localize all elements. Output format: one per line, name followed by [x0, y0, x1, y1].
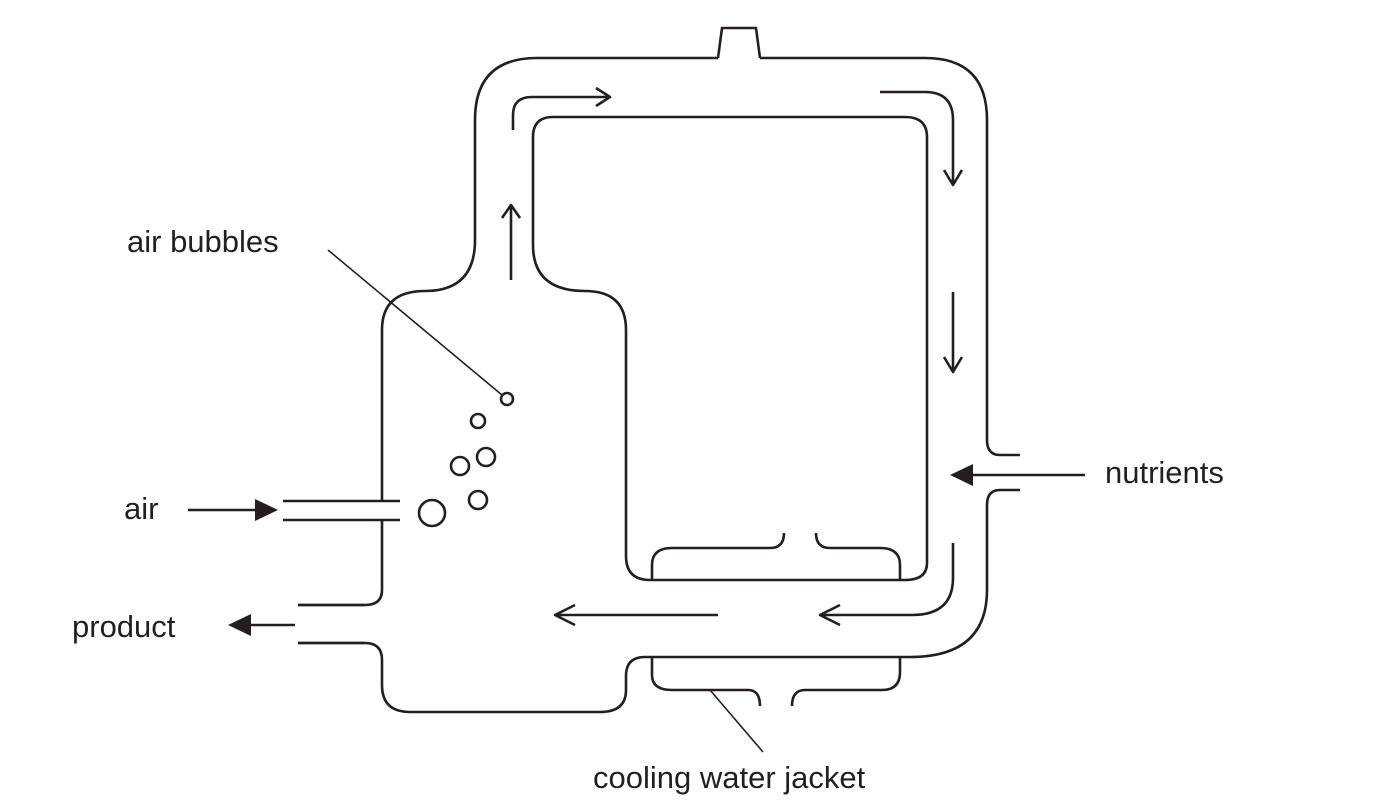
product-outlet-pipe — [298, 603, 365, 645]
cooling-jacket-outer — [650, 657, 902, 707]
flow-arrow-bottom-right — [818, 543, 955, 627]
label-product: product — [72, 609, 176, 644]
flow-arrow-down — [942, 292, 964, 374]
label-cooling-water-jacket: cooling water jacket — [593, 760, 866, 795]
air-bubbles — [417, 391, 515, 528]
air-bubbles-leader — [327, 249, 503, 396]
label-air: air — [124, 491, 158, 526]
cooling-jacket-leader — [709, 689, 764, 753]
air-inlet-pipe — [283, 499, 400, 522]
product-arrow — [228, 614, 295, 636]
label-nutrients: nutrients — [1105, 455, 1224, 490]
flow-arrow-top-right — [880, 90, 964, 187]
air-arrow — [188, 499, 278, 521]
vessel-inner-wall — [531, 115, 929, 582]
vessel-outer-wall — [298, 56, 1020, 714]
nutrients-arrow — [950, 464, 1085, 486]
label-air-bubbles: air bubbles — [127, 224, 279, 259]
top-nozzle — [716, 26, 762, 59]
cooling-jacket-inner — [650, 532, 902, 580]
flow-arrow-bottom-left — [553, 603, 718, 627]
flow-arrow-top — [511, 86, 612, 130]
flow-arrow-up — [500, 203, 522, 280]
